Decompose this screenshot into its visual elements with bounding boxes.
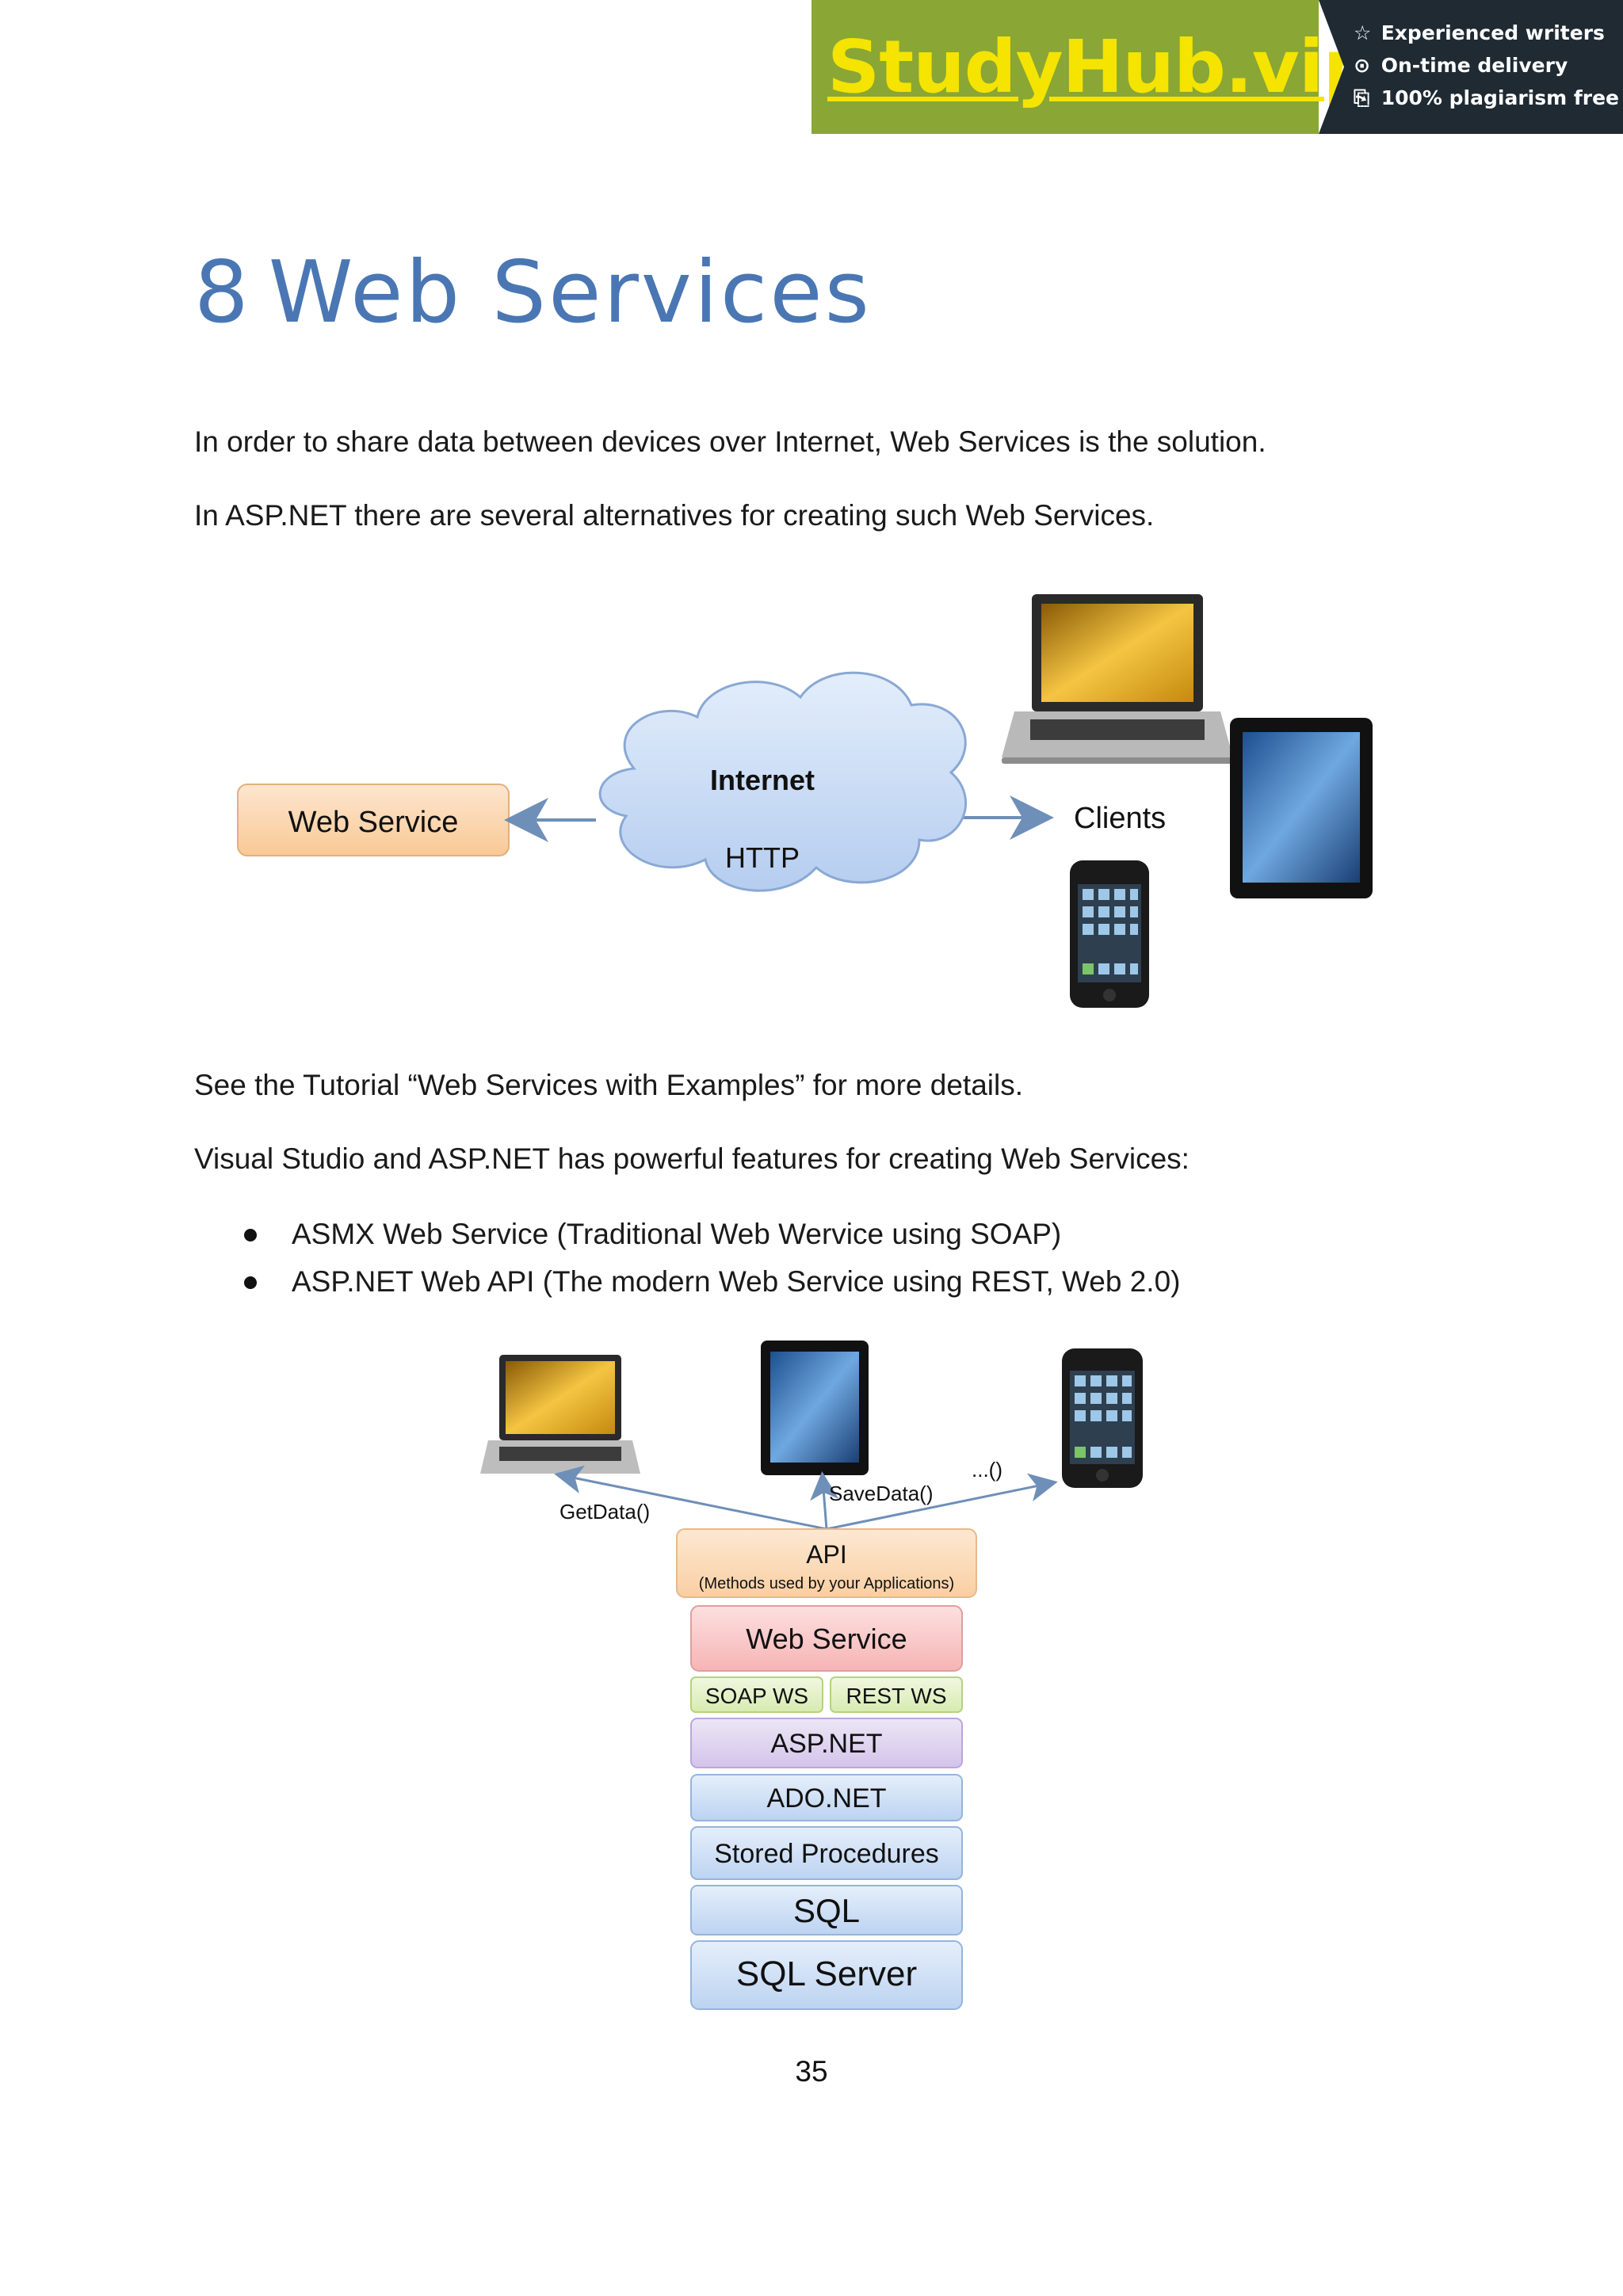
savedata-label: SaveData() [829, 1482, 934, 1505]
soap-ws-box: SOAP WS [690, 1676, 823, 1713]
bullet-item-webapi: ASP.NET Web API (The modern Web Service … [292, 1265, 1181, 1298]
banner-feature-plagiarism: ⎘ 100% plagiarism free [1354, 86, 1619, 110]
api-box: API (Methods used by your Applications) [676, 1528, 977, 1598]
tablet-icon [1230, 718, 1373, 898]
adonet-label: ADO.NET [766, 1783, 886, 1814]
sql-server-layer: SQL Server [690, 1940, 963, 2010]
bullet-marker [244, 1276, 257, 1289]
sql-server-label: SQL Server [736, 1955, 917, 1993]
architecture-diagram: GetData() SaveData() ...() API (Methods … [480, 1341, 1143, 2010]
banner-feature-label: On-time delivery [1381, 54, 1568, 77]
arrow-getdata [554, 1465, 827, 1531]
laptop-icon [480, 1355, 640, 1474]
getdata-label: GetData() [559, 1500, 650, 1524]
sql-label: SQL [793, 1892, 860, 1929]
web-service-layer-label: Web Service [746, 1623, 907, 1655]
section-number: 8 [194, 243, 251, 342]
arrow-savedata [810, 1471, 839, 1530]
banner-logo[interactable]: StudyHub.vip [827, 25, 1375, 109]
phone-icon [1062, 1348, 1143, 1488]
soap-ws-label: SOAP WS [705, 1684, 808, 1708]
bullet-marker [244, 1229, 257, 1241]
rest-ws-label: REST WS [846, 1684, 946, 1708]
star-outline-icon: ☆ [1354, 21, 1372, 44]
banner-brand-area: StudyHub.vip [812, 0, 1375, 134]
cloud-subtitle: HTTP [725, 841, 800, 874]
web-service-box: Web Service [237, 784, 510, 856]
web-service-layer: Web Service [690, 1605, 963, 1672]
tablet-icon [761, 1341, 869, 1475]
stored-procedures-label: Stored Procedures [714, 1839, 939, 1869]
paragraph-alternatives: In ASP.NET there are several alternative… [194, 499, 1155, 532]
section-title: Web Services [268, 243, 872, 342]
web-service-diagram: Web Service Internet HTTP Clients [237, 594, 1373, 1008]
more-methods-label: ...() [972, 1458, 1002, 1482]
aspnet-label: ASP.NET [770, 1729, 882, 1759]
banner-features-area [1319, 0, 1623, 134]
adonet-layer: ADO.NET [690, 1774, 963, 1821]
phone-icon [1070, 860, 1149, 1008]
copy-icon: ⎘ [1354, 86, 1370, 109]
banner-feature-label: 100% plagiarism free [1381, 86, 1619, 109]
laptop-icon [1002, 594, 1233, 764]
api-subtitle: (Methods used by your Applications) [699, 1575, 954, 1592]
promo-banner[interactable]: StudyHub.vip ☆ Experienced writers ⊙ On-… [812, 0, 1623, 134]
page-number: 35 [795, 2055, 828, 2088]
aspnet-layer: ASP.NET [690, 1718, 963, 1768]
clients-label: Clients [1074, 802, 1166, 835]
paragraph-tutorial: See the Tutorial “Web Services with Exam… [194, 1069, 1024, 1101]
banner-feature-delivery: ⊙ On-time delivery [1354, 54, 1568, 77]
stored-procedures-layer: Stored Procedures [690, 1826, 963, 1880]
paragraph-intro: In order to share data between devices o… [194, 425, 1266, 458]
internet-cloud: Internet HTTP [598, 671, 967, 892]
cloud-title: Internet [710, 764, 815, 796]
web-service-label: Web Service [288, 806, 459, 839]
banner-feature-experienced: ☆ Experienced writers [1354, 21, 1605, 44]
api-title: API [806, 1540, 847, 1569]
clock-icon: ⊙ [1354, 54, 1370, 77]
rest-ws-box: REST WS [830, 1676, 963, 1713]
sql-layer: SQL [690, 1885, 963, 1936]
banner-feature-label: Experienced writers [1381, 21, 1605, 44]
arrow-more [826, 1473, 1058, 1531]
paragraph-features: Visual Studio and ASP.NET has powerful f… [194, 1142, 1190, 1175]
bullet-item-asmx: ASMX Web Service (Traditional Web Wervic… [292, 1218, 1062, 1250]
